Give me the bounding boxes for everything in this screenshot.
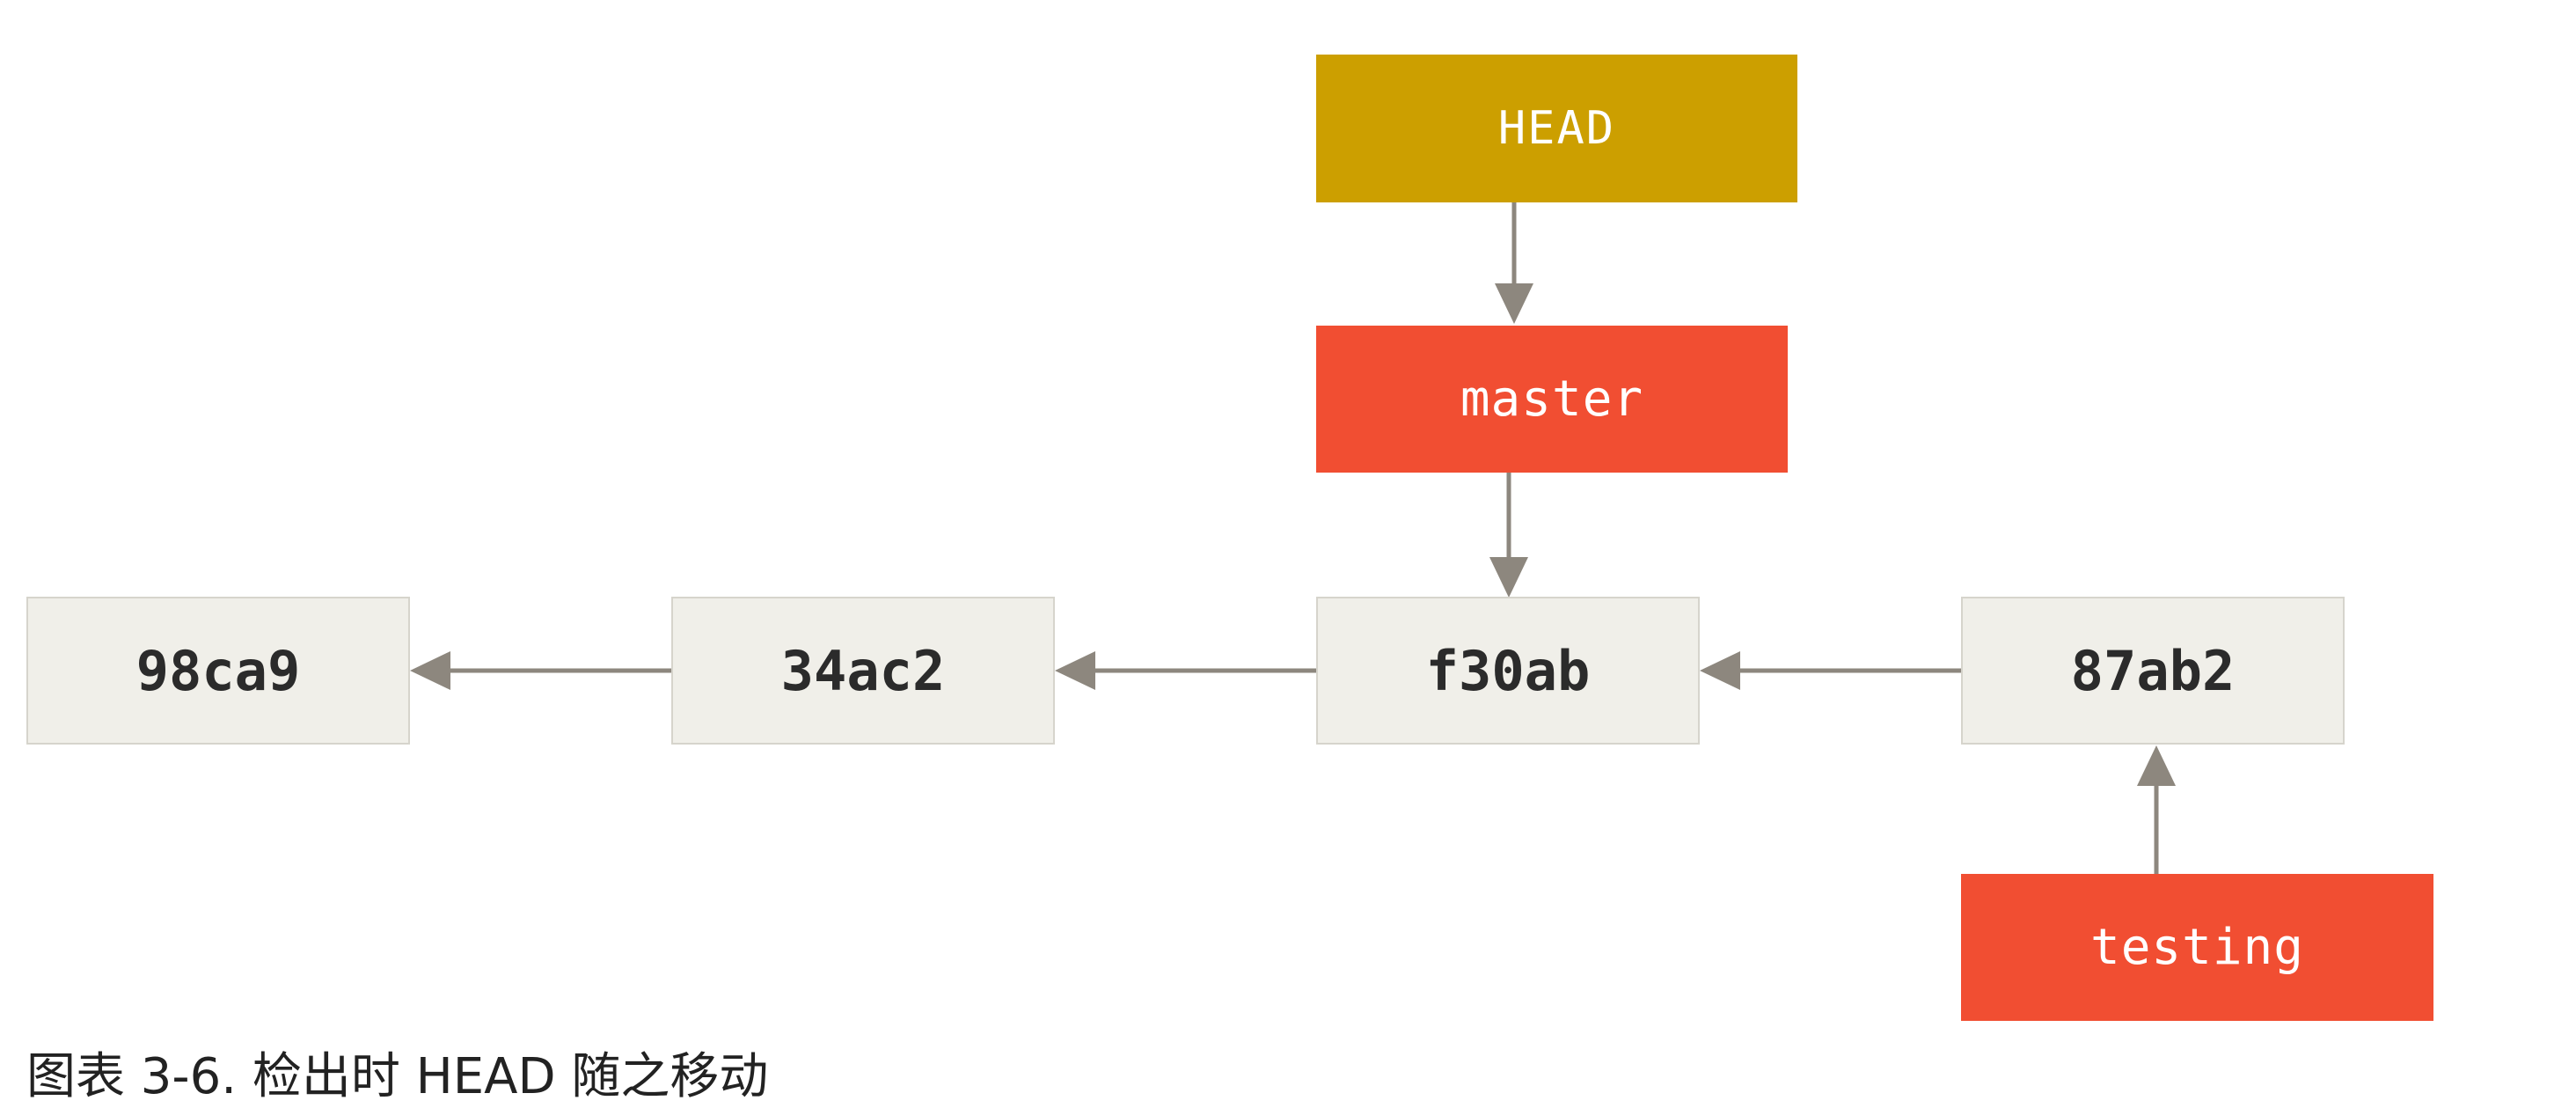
commit-87ab2: 87ab2 <box>1961 597 2345 745</box>
commit-hash: 98ca9 <box>135 638 301 703</box>
arrow-34ac2-to-98ca9 <box>410 651 671 690</box>
arrow-87ab2-to-f30ab <box>1700 651 1961 690</box>
commit-98ca9: 98ca9 <box>26 597 410 745</box>
master-label: master <box>1460 371 1644 428</box>
arrow-testing-to-87ab2 <box>2137 745 2176 874</box>
arrow-f30ab-to-34ac2 <box>1055 651 1316 690</box>
arrow-master-to-f30ab <box>1489 473 1528 598</box>
head-pointer: HEAD <box>1316 55 1797 202</box>
commit-f30ab: f30ab <box>1316 597 1700 745</box>
commit-hash: 87ab2 <box>2070 638 2236 703</box>
commit-hash: 34ac2 <box>780 638 946 703</box>
figure-caption: 图表 3-6. 检出时 HEAD 随之移动 <box>26 1048 769 1105</box>
arrow-head-to-master <box>1495 202 1533 324</box>
master-branch: master <box>1316 326 1788 473</box>
arrows-layer <box>410 202 2176 874</box>
commit-hash: f30ab <box>1425 638 1591 703</box>
head-label: HEAD <box>1497 102 1616 155</box>
testing-label: testing <box>2089 919 2304 976</box>
testing-branch: testing <box>1961 874 2433 1021</box>
commit-34ac2: 34ac2 <box>671 597 1055 745</box>
git-branch-diagram: HEAD master 98ca9 34ac2 f30ab 87ab2 test… <box>26 55 2433 1105</box>
